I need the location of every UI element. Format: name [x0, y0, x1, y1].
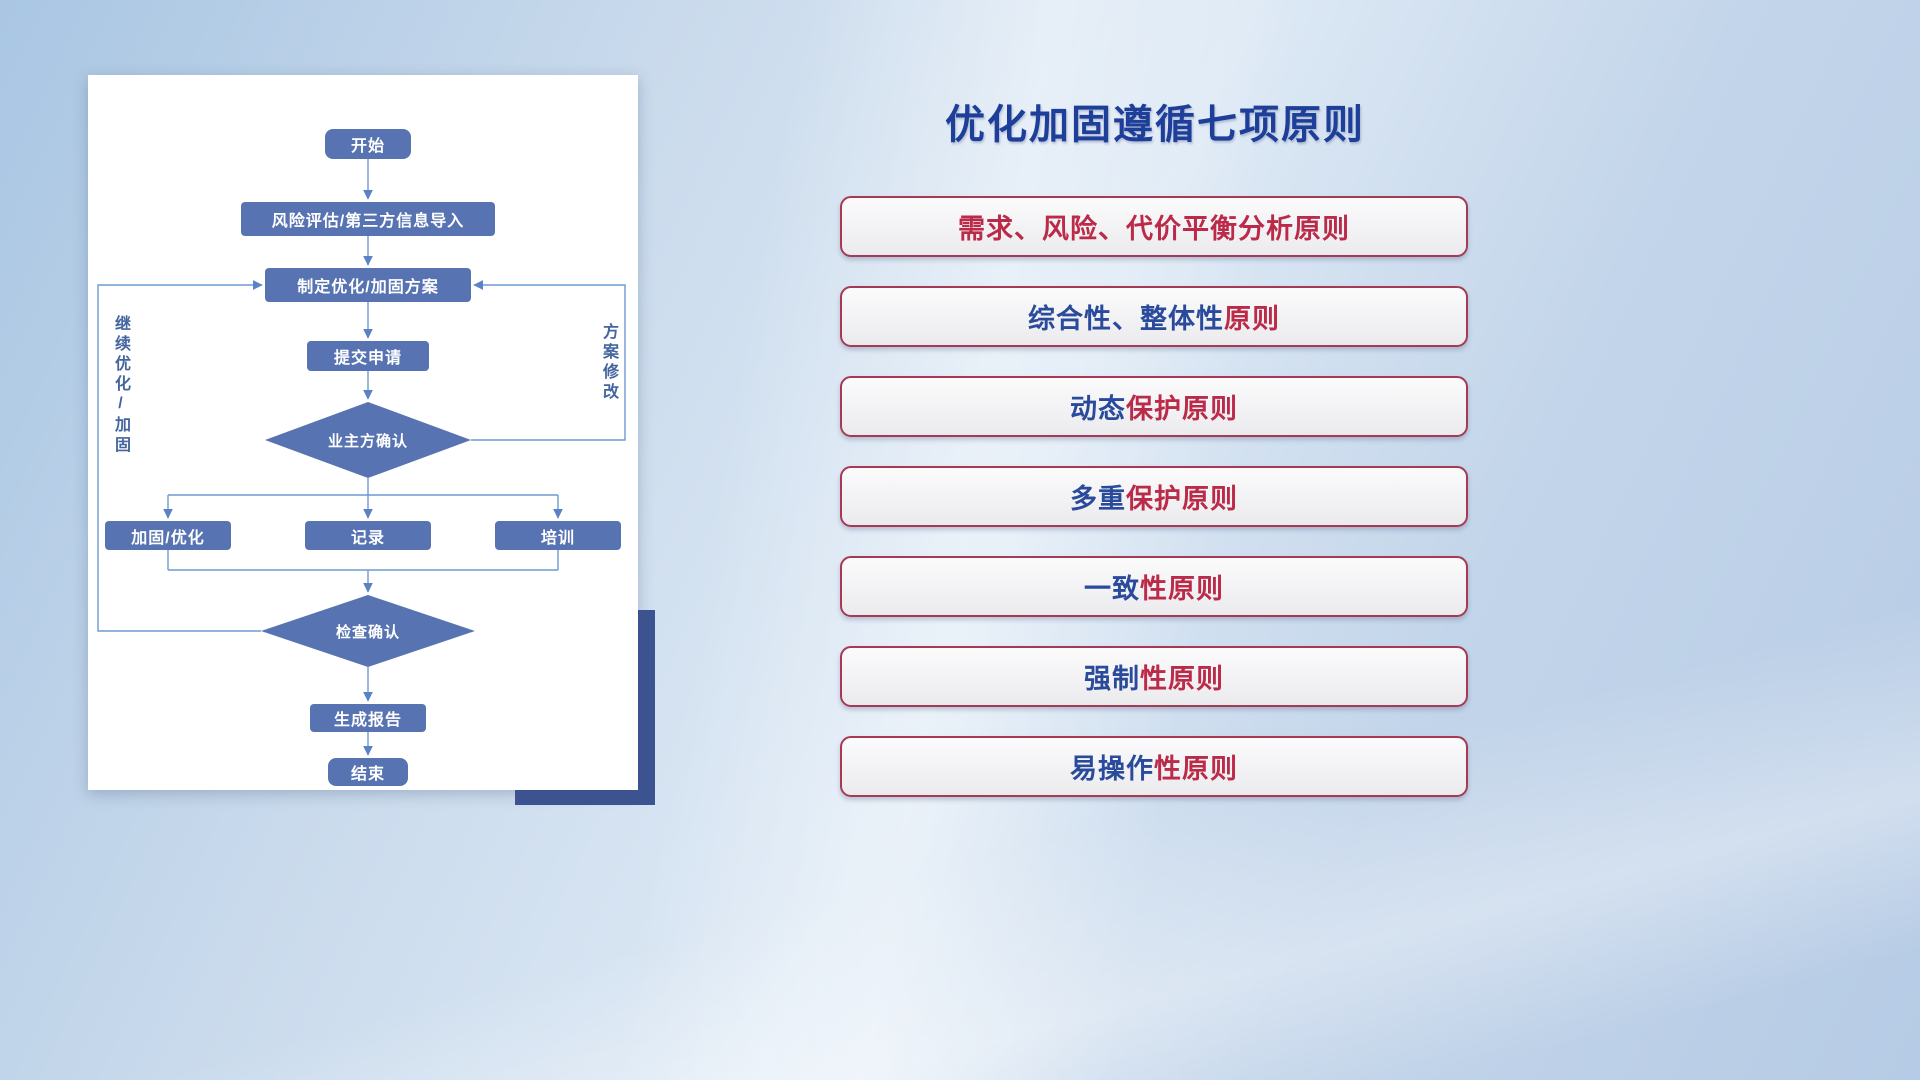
flow-node-make-plan: 制定优化/加固方案	[265, 268, 471, 302]
principle-text: 性原则	[1140, 574, 1224, 604]
principle-text: 多重	[1070, 484, 1126, 514]
flow-node-training: 培训	[495, 521, 621, 550]
principle-text: 原则	[1224, 304, 1280, 334]
principle-text: 综合性、整体性	[1028, 304, 1224, 334]
flow-connectors	[97, 159, 626, 756]
principle-text: 一致	[1084, 574, 1140, 604]
principle-box: 易操作性原则	[840, 736, 1468, 797]
flow-node-reinforce: 加固/优化	[105, 521, 231, 550]
principle-text: 强制	[1084, 664, 1140, 694]
principle-text: 需求、风险、代价平衡分析原则	[958, 214, 1350, 244]
principle-box: 多重保护原则	[840, 466, 1468, 527]
principle-text: 性原则	[1140, 664, 1224, 694]
loop-label-plan-revision: 方案修改	[600, 323, 617, 403]
principles-list: 需求、风险、代价平衡分析原则综合性、整体性原则动态保护原则多重保护原则一致性原则…	[840, 196, 1468, 797]
loop-label-continue-optimize: 继续优化/加固	[112, 315, 129, 456]
principle-box: 需求、风险、代价平衡分析原则	[840, 196, 1468, 257]
principle-text: 性原则	[1154, 754, 1238, 784]
flow-node-start: 开始	[325, 129, 411, 159]
page-title: 优化加固遵循七项原则	[945, 103, 1365, 147]
principle-box: 强制性原则	[840, 646, 1468, 707]
flowchart-card: 开始 风险评估/第三方信息导入 制定优化/加固方案 提交申请 业主方确认 加固/…	[88, 75, 638, 790]
principle-box: 一致性原则	[840, 556, 1468, 617]
flow-node-risk-import: 风险评估/第三方信息导入	[241, 202, 495, 236]
principle-box: 动态保护原则	[840, 376, 1468, 437]
flow-node-submit: 提交申请	[307, 341, 429, 371]
principle-text: 易操作	[1070, 754, 1154, 784]
principle-text: 动态	[1070, 394, 1126, 424]
flow-node-report: 生成报告	[310, 704, 426, 732]
principle-box: 综合性、整体性原则	[840, 286, 1468, 347]
flow-node-record: 记录	[305, 521, 431, 550]
flow-node-end: 结束	[328, 758, 408, 786]
principle-text: 保护原则	[1126, 484, 1238, 514]
principle-text: 保护原则	[1126, 394, 1238, 424]
